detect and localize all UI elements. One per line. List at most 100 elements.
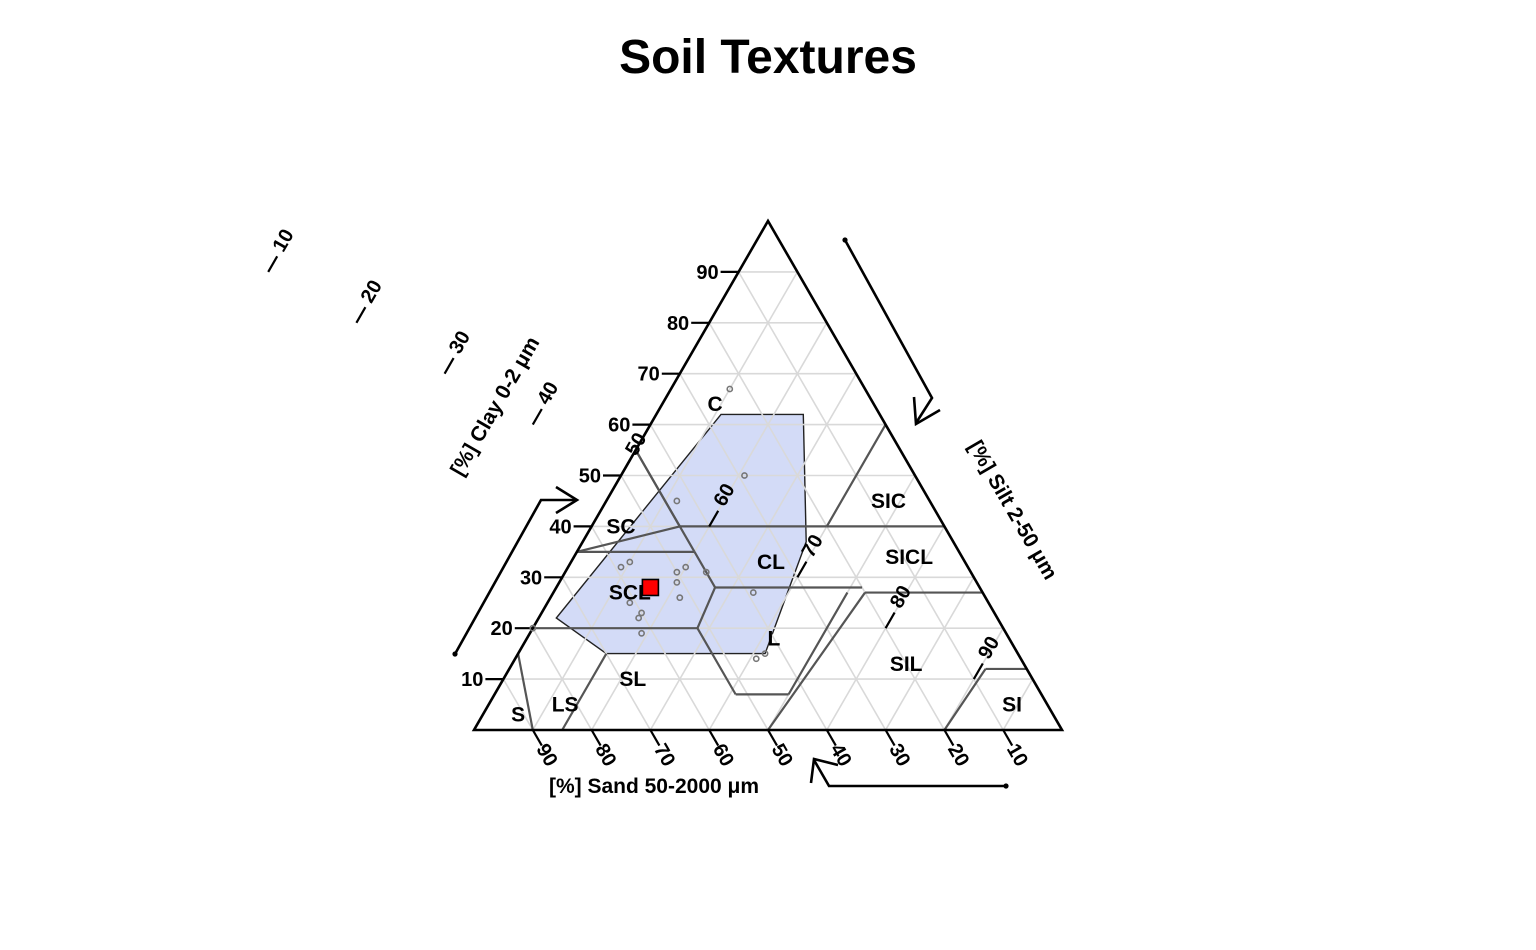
silt-tick-90 [972,662,984,680]
sand-tick-10 [1002,729,1014,747]
sand-tick-label-50: 50 [767,740,797,770]
silt-arrow-tail [842,237,848,243]
silt-tick-30 [443,357,455,375]
silt-tick-label-30: 30 [445,327,475,357]
silt-tick-50 [620,459,631,477]
grid-sand-30 [679,373,887,731]
class-label-sicl: SICL [885,546,933,569]
class-boundary-layer [517,424,1027,731]
sand-arrow-head [809,757,839,784]
silt-tick-label-80: 80 [886,582,916,612]
sand-tick-label-20: 20 [943,740,973,770]
sand-tick-70 [649,729,661,747]
sand-tick-90 [531,729,543,747]
silt-arrow-head [912,396,941,427]
sample-point-10 [749,589,757,596]
class-label-sil: SIL [890,653,923,676]
clay-tick-label-30: 30 [520,567,542,589]
clay-tick-label-90: 90 [696,262,718,284]
silt-tick-20 [355,306,367,324]
clay-tick-label-50: 50 [579,466,601,488]
class-label-c: C [707,393,722,416]
grid-sand-80 [532,627,593,731]
sand-tick-label-90: 90 [531,740,561,770]
class-boundary-19 [634,449,681,527]
sample-hull [555,413,807,655]
grid-silt-70 [884,576,975,731]
class-label-sl: SL [619,668,646,691]
sample-point-13 [635,614,643,622]
silt-tick-label-90: 90 [974,633,1004,663]
sample-point-11 [626,599,634,607]
silt-tick-10 [267,255,279,273]
sand-tick-20 [943,729,955,747]
class-boundary-16 [576,525,681,553]
sand-tick-label-80: 80 [590,740,620,770]
grid-silt-90 [1002,678,1034,731]
sample-point-16 [761,650,769,658]
silt-tick-60 [708,510,720,527]
class-label-l: L [767,627,780,650]
sample-point-3 [626,558,634,566]
class-label-sc: SC [606,515,635,538]
silt-tick-label-20: 20 [357,276,387,306]
sand-arrow-tail [1003,783,1009,789]
sample-point-9 [676,594,684,602]
clay-arrow-shaft [453,498,576,655]
silt-tick-label-10: 10 [268,226,298,256]
grid-sand-10 [737,271,1004,731]
class-label-sic: SIC [871,490,906,513]
sand-tick-label-40: 40 [825,740,855,770]
sample-hull-layer [555,413,807,655]
class-label-cl: CL [757,551,785,574]
sample-point-12 [638,609,645,617]
chart-title: Soil Textures [619,31,917,84]
silt-tick-40 [531,408,543,426]
silt-tick-70 [796,561,808,578]
silt-tick-label-40: 40 [533,378,563,408]
sample-point-8 [673,578,681,586]
clay-tick-label-70: 70 [638,364,660,386]
sample-point-7 [702,568,710,576]
class-boundary-18 [825,424,887,527]
sand-tick-30 [884,729,896,747]
sample-point-2 [741,472,748,479]
highlight-point [641,578,660,597]
sand-axis-title: [%] Sand 50-2000 μm [549,775,759,798]
class-boundary-0 [561,653,608,731]
clay-arrow-tail [452,651,458,657]
sample-point-17 [752,655,760,663]
sand-tick-40 [825,729,837,747]
class-boundary-13 [696,587,717,629]
sand-tick-label-60: 60 [708,740,738,770]
sand-arrow-shaft [812,759,1006,788]
point-layer [529,385,769,663]
silt-axis-title: [%] Silt 2-50 μm [964,437,1062,584]
sample-point-5 [682,563,690,571]
class-label-scl: SCL [609,582,651,605]
clay-tick-label-60: 60 [608,415,630,437]
silt-tick-80 [884,612,896,629]
sand-tick-label-10: 10 [1002,740,1032,770]
sample-point-0 [726,385,734,393]
grid-sand-50 [620,475,769,731]
sand-tick-50 [767,729,778,747]
sample-point-14 [638,629,645,637]
class-label-ls: LS [552,694,579,717]
sample-point-4 [617,563,625,571]
sample-point-15 [529,624,537,632]
sand-tick-label-30: 30 [884,740,914,770]
clay-tick-label-10: 10 [461,669,483,691]
grid-silt-30 [649,373,857,731]
clay-tick-label-80: 80 [667,313,689,335]
class-label-si: SI [1002,694,1022,717]
sample-point-1 [673,497,681,505]
clay-tick-label-20: 20 [491,618,513,640]
sand-tick-80 [590,729,602,747]
grid-sand-70 [561,576,652,731]
clay-arrow-head [555,485,580,515]
silt-arrow-shaft [843,239,934,424]
